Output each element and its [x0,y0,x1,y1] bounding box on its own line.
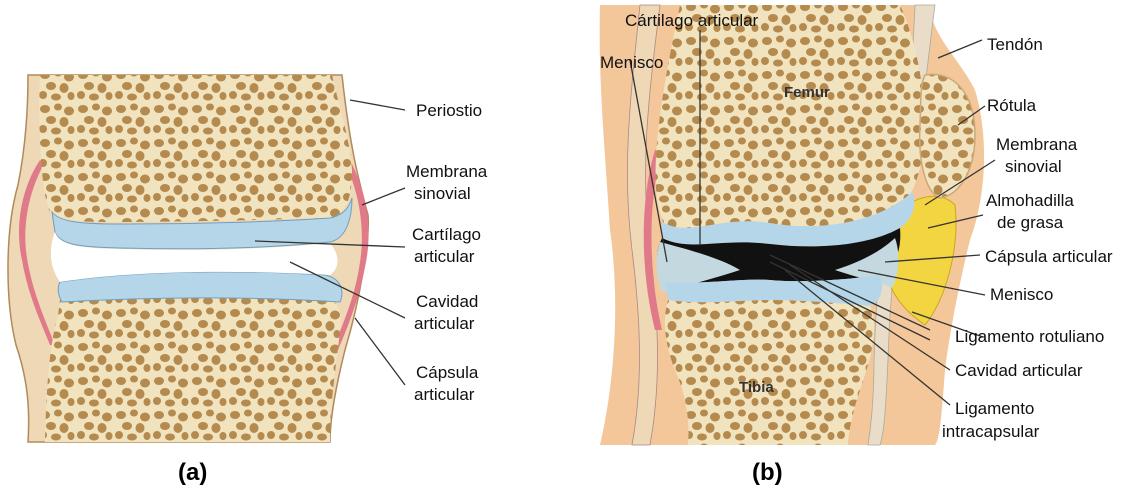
label-cartilago-b: Cártilago articular [625,11,759,30]
label-ligamento-rotuliano: Ligamento rotuliano [955,327,1104,346]
label-cavidad-b: Cavidad articular [955,361,1083,380]
label-periostio: Periostio [416,101,482,120]
label-ligamento-intra-2: intracapsular [942,422,1040,441]
label-capsula-b: Cápsula articular [985,247,1113,266]
label-rotula: Rótula [987,96,1037,115]
label-tendon: Tendón [987,35,1043,54]
caption-b: (b) [752,459,783,486]
label-membrana-a-1: Membrana [406,162,488,181]
label-cartilago-a-1: Cartílago [412,225,481,244]
label-membrana-b-1: Membrana [996,135,1078,154]
label-menisco-b-right: Menisco [990,285,1053,304]
label-capsula-a-1: Cápsula [416,363,479,382]
label-cavidad-a-2: articular [414,314,475,333]
label-almohadilla-2: de grasa [997,213,1064,232]
tibia [665,300,874,445]
lower-bone-a [45,296,340,442]
label-cavidad-a-1: Cavidad [416,292,478,311]
label-cartilago-a-2: articular [414,247,475,266]
panel-a-diagram: Periostio Membrana sinovial Cartílago ar… [8,75,488,486]
label-almohadilla-1: Almohadilla [986,191,1074,210]
femur [656,5,925,230]
upper-bone-a [39,75,352,222]
label-tibia: Tibia [739,379,774,396]
label-capsula-a-2: articular [414,385,475,404]
label-ligamento-intra-1: Ligamento [955,399,1034,418]
label-membrana-b-2: sinovial [1005,157,1062,176]
panel-b-diagram: Femur Tibia Cártilago articular Menisco … [600,5,1113,486]
label-membrana-a-2: sinovial [414,184,471,203]
label-femur: Femur [784,84,830,101]
caption-a: (a) [178,459,207,486]
label-menisco-b-left: Menisco [600,53,663,72]
